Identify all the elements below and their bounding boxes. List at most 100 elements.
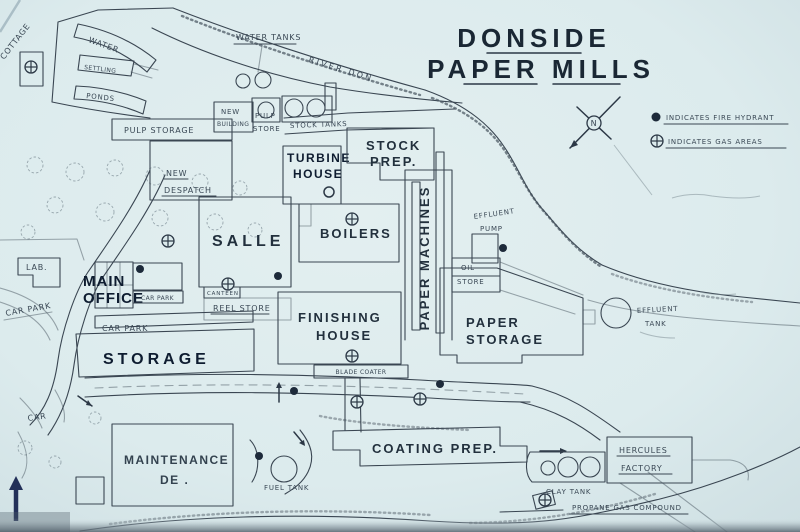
stock-prep: STOCK PREP. [346, 127, 435, 181]
fire-hydrant-icon [274, 272, 282, 280]
label-fuel-tank: FUEL TANK [264, 484, 309, 492]
gas-area-icon [350, 395, 364, 409]
label-oil-store-2: STORE [457, 278, 485, 286]
lab: LAB. [17, 257, 61, 288]
blade-coater: BLADE COATER [313, 364, 409, 379]
hercules-factory: HERCULES FACTORY [606, 436, 693, 484]
label-new-despatch-1: NEW [166, 169, 187, 178]
gas-area-icon [221, 277, 235, 291]
label-canteen: CANTEEN [207, 291, 239, 297]
label-hercules-2: FACTORY [621, 464, 663, 473]
entrance-arrow-icon [9, 476, 23, 521]
fire-hydrant-icon [255, 452, 263, 460]
clay-tank: CLAY TANK [525, 451, 606, 496]
pulp-store: PULP STORE [251, 97, 281, 133]
road-arrow-icon [77, 395, 93, 407]
label-paper-storage-1: PAPER [466, 315, 520, 330]
compass-north-label: N [591, 119, 598, 128]
storage: STORAGE [75, 310, 255, 378]
label-lab: LAB. [26, 263, 47, 272]
label-boilers: BOILERS [320, 226, 392, 241]
label-car-park-mid: CAR PARK [102, 324, 148, 333]
label-blade-coater: BLADE COATER [336, 369, 387, 376]
fuel-tank: FUEL TANK [264, 455, 309, 492]
water-tanks: WATER TANKS [233, 33, 301, 89]
road-arrow-icon [293, 431, 305, 446]
fire-hydrant-icon [436, 380, 444, 388]
gas-area-icon [24, 60, 38, 74]
legend: INDICATES FIRE HYDRANT INDICATES GAS ARE… [650, 112, 789, 149]
label-turbine-house-2: HOUSE [293, 167, 343, 181]
fire-hydrants [136, 244, 507, 460]
maintenance-dept: MAINTENANCE DE . [75, 423, 234, 507]
fire-hydrant-icon [499, 244, 507, 252]
north-compass: N [569, 96, 653, 196]
label-car-park-box: CAR PARK [141, 295, 175, 302]
label-ponds: PONDS [86, 92, 115, 103]
label-main-office-2: OFFICE [83, 290, 144, 307]
effluent-tank: EFFLUENT TANK [600, 297, 679, 329]
label-paper-storage-2: STORAGE [466, 332, 544, 347]
legend-fire-hydrant-label: INDICATES FIRE HYDRANT [666, 114, 774, 122]
map-title-line2: PAPER MILLS [427, 54, 655, 84]
finishing-house: FINISHING HOUSE [277, 291, 402, 365]
label-stock-prep-1: STOCK [366, 138, 421, 153]
new-despatch: NEW DESPATCH [149, 140, 233, 201]
roads [0, 169, 749, 495]
label-clay-tank: CLAY TANK [546, 488, 591, 496]
boilers: BOILERS [298, 203, 400, 263]
map-title-line1: DONSIDE [457, 23, 610, 53]
stock-tanks: STOCK TANKS [281, 95, 456, 135]
trees [17, 156, 263, 469]
label-finishing-house-1: FINISHING [298, 310, 382, 325]
gas-area-icon [345, 349, 359, 363]
gas-area-icon [413, 392, 427, 406]
gas-area-icon [538, 493, 552, 507]
pulp-storage: PULP STORAGE [111, 118, 233, 141]
turbine-house: TURBINE HOUSE [282, 145, 351, 205]
road-arrow-icon [276, 382, 282, 403]
label-pulp-store-2: STORE [253, 125, 281, 133]
label-maintenance-2: DE . [160, 473, 189, 487]
label-stock-prep-2: PREP. [370, 154, 417, 169]
label-new-building-1: NEW [221, 108, 240, 116]
legend-gas-areas-label: INDICATES GAS AREAS [668, 138, 763, 146]
label-settling: SETTLING [84, 64, 117, 75]
turbine-circle [323, 186, 335, 198]
label-turbine-house-1: TURBINE [287, 151, 351, 165]
label-pulp-storage: PULP STORAGE [124, 126, 194, 135]
label-water-tanks: WATER TANKS [236, 33, 301, 42]
gas-area-icon [161, 234, 175, 248]
label-reel-store: REEL STORE [213, 304, 271, 313]
label-effluent-tank-1: EFFLUENT [637, 305, 679, 315]
label-effluent-pump-2: PUMP [480, 225, 503, 233]
label-car: CAR [27, 411, 47, 423]
label-propane: PROPANE GAS COMPOUND [572, 504, 682, 512]
fire-hydrant-icon [136, 265, 144, 273]
main-office: MAIN OFFICE CAR PARK [83, 261, 184, 309]
label-main-office-1: MAIN [83, 273, 125, 290]
gas-area-icon [345, 212, 359, 226]
label-salle: SALLE [212, 233, 284, 250]
title-block: DONSIDE PAPER MILLS [427, 23, 655, 85]
label-new-despatch-2: DESPATCH [164, 186, 212, 195]
new-building: NEW BUILDING [213, 101, 254, 133]
label-effluent-tank-2: TANK [644, 320, 667, 328]
fire-hydrant-legend-icon [651, 112, 661, 122]
label-coating-prep: COATING PREP. [372, 441, 498, 456]
label-new-building-2: BUILDING [217, 121, 249, 128]
label-paper-machines: PAPER MACHINES [417, 186, 432, 331]
gas-area-legend-icon [650, 134, 664, 148]
salle: SALLE [198, 196, 292, 288]
propane-gas-compound: PROPANE GAS COMPOUND [499, 490, 689, 515]
label-stock-tanks: STOCK TANKS [290, 120, 348, 130]
paper-storage: PAPER STORAGE [439, 267, 596, 364]
label-maintenance-1: MAINTENANCE [124, 453, 229, 467]
label-storage: STORAGE [103, 351, 210, 368]
label-finishing-house-2: HOUSE [316, 328, 372, 343]
fire-hydrant-icon [290, 387, 298, 395]
label-hercules-1: HERCULES [619, 446, 668, 455]
